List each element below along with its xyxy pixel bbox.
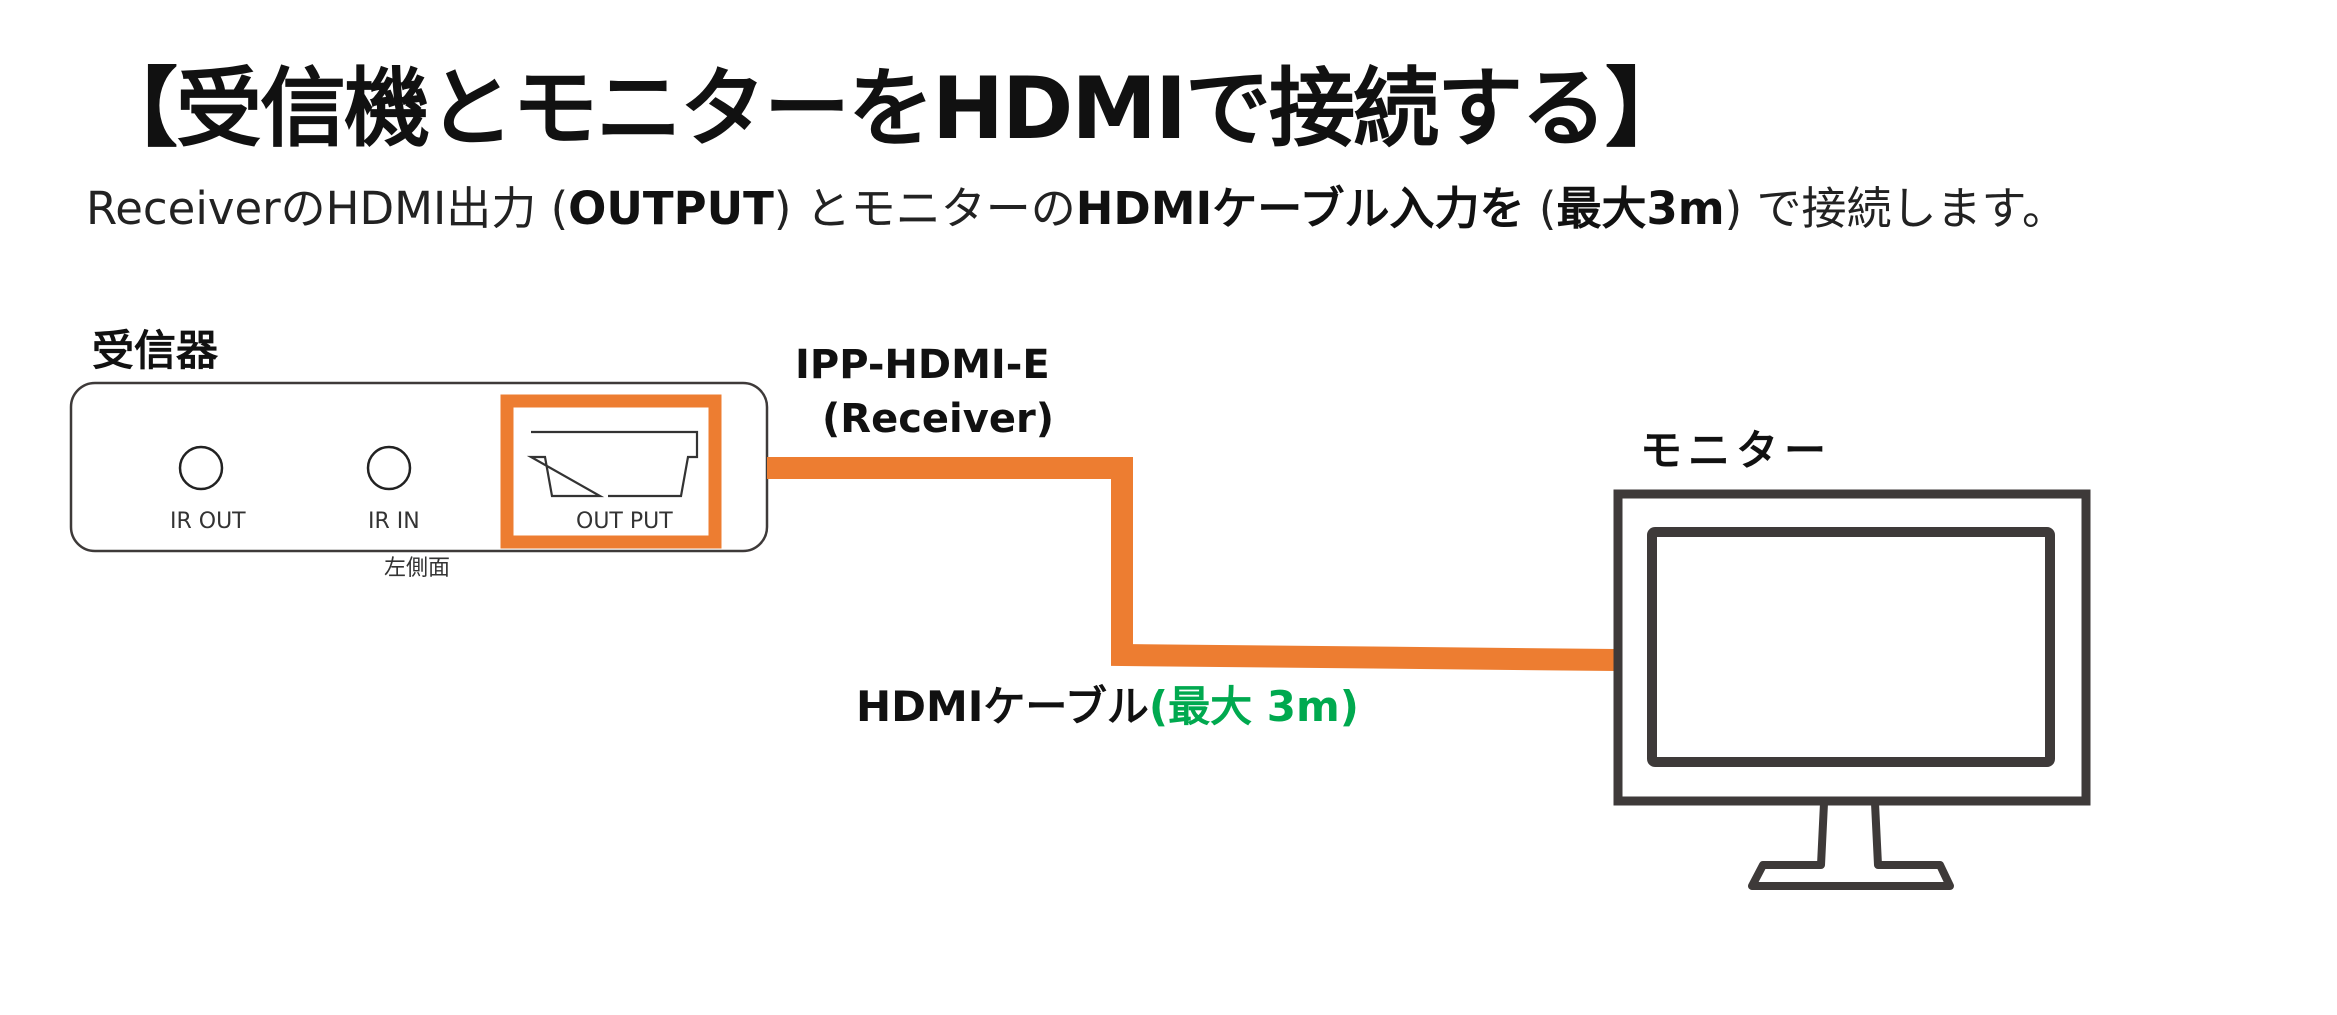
subtitle-text: ) とモニターの — [773, 182, 1076, 235]
hdmi-cable — [767, 457, 1617, 671]
subtitle-bold: HDMIケーブル入力を — [1075, 182, 1525, 235]
subtitle-text: ( — [1524, 182, 1557, 235]
subtitle-text: ) で接続します。 — [1724, 182, 2068, 235]
ir-in-label: IR IN — [368, 509, 420, 534]
model-name: IPP-HDMI-E — [795, 342, 1050, 388]
monitor-label: モニター — [1640, 426, 1833, 475]
output-label: OUT PUT — [576, 509, 673, 534]
output-highlight — [500, 394, 722, 549]
page-title: 【受信機とモニターをHDMIで接続する】 — [92, 59, 1691, 159]
subtitle: ReceiverのHDMI出力 (OUTPUT) とモニターのHDMIケーブル入… — [86, 186, 2067, 231]
hdmi-port-icon — [526, 430, 699, 498]
cable-label: HDMIケーブル(最大 3m) — [856, 686, 1359, 728]
receiver-label: 受信器 — [92, 326, 219, 375]
model-role: (Receiver) — [822, 396, 1054, 442]
ir-in-port — [366, 445, 412, 491]
cable-name: HDMIケーブル — [856, 682, 1149, 731]
ir-out-label: IR OUT — [170, 509, 246, 534]
subtitle-text: ReceiverのHDMI出力 ( — [86, 182, 569, 235]
side-label: 左側面 — [384, 556, 451, 581]
ir-out-port — [178, 445, 224, 491]
subtitle-bold: OUTPUT — [568, 182, 774, 235]
cable-length: (最大 3m) — [1148, 682, 1359, 731]
monitor-icon — [1613, 489, 2091, 890]
subtitle-bold: 最大3m — [1556, 182, 1725, 235]
